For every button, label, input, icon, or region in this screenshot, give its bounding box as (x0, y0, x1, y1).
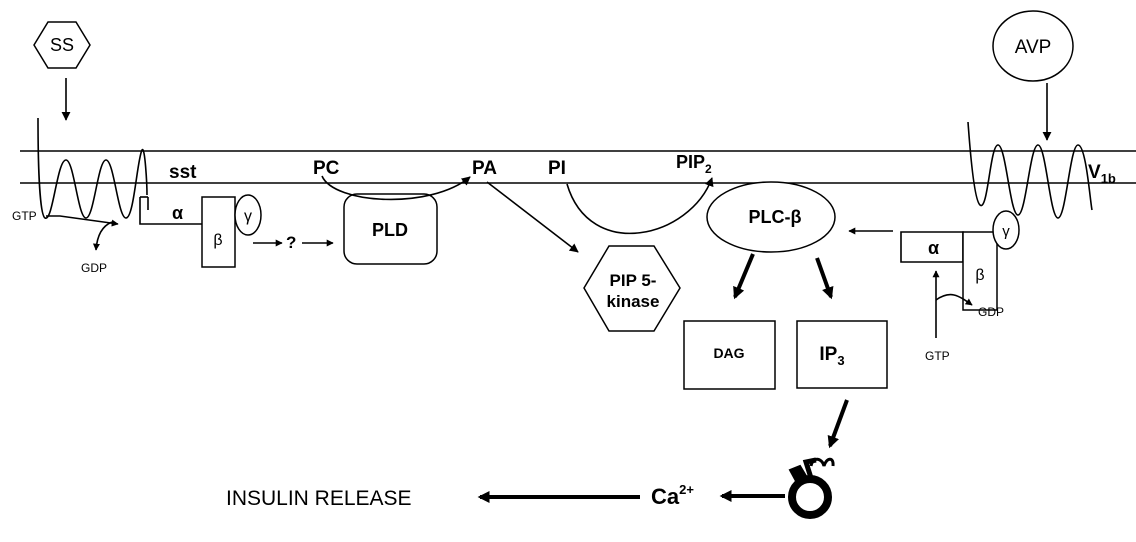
pip5k-label-line1: PIP 5- (610, 271, 657, 290)
pld-enzyme: PLD (344, 194, 437, 264)
ip3-receptor-vesicle (790, 459, 833, 515)
calcium-label: Ca2+ (651, 482, 694, 509)
g-protein-left: α β γ (140, 195, 261, 267)
unknown-label: ? (286, 233, 296, 252)
g-protein-right: α β γ (901, 211, 1019, 310)
gamma-right-label: γ (1002, 223, 1010, 240)
v1b-label: V1b (1088, 162, 1116, 186)
beta-left-label: β (213, 232, 222, 249)
avp-ligand: AVP (993, 11, 1073, 81)
gamma-left-label: γ (244, 208, 252, 225)
pc-label: PC (313, 158, 340, 179)
ss-label: SS (50, 35, 74, 55)
insulin-release-label: INSULIN RELEASE (226, 487, 412, 510)
gdp-right-label: GDP (978, 305, 1004, 319)
svg-text:Ca2+: Ca2+ (651, 482, 694, 509)
pa-label: PA (472, 158, 497, 179)
pld-label: PLD (372, 220, 408, 240)
ip3-to-receptor-arrow (830, 400, 847, 446)
pa-to-pip5k-arrow (487, 182, 578, 252)
pip5-kinase-enzyme: PIP 5- kinase (584, 246, 680, 331)
avp-label: AVP (1015, 37, 1052, 58)
v1b-receptor (968, 122, 1092, 218)
plc-beta-enzyme: PLC-β (707, 182, 835, 252)
gtp-left-arrow (46, 216, 118, 224)
gdp-left-label: GDP (81, 261, 107, 275)
svg-text:V1b: V1b (1088, 162, 1116, 186)
dag-label: DAG (713, 345, 744, 361)
pip5k-label-line2: kinase (607, 292, 660, 311)
pip2-label: PIP2 (676, 152, 712, 176)
pi-to-pip2-arrow (567, 178, 712, 233)
pi-label: PI (548, 158, 566, 179)
gdp-left-arrow (96, 222, 112, 250)
sst-label: sst (169, 162, 197, 183)
beta-right-label: β (975, 267, 984, 284)
ss-ligand: SS (34, 22, 90, 68)
alpha-left-label: α (172, 203, 183, 223)
plc-label: PLC-β (749, 207, 802, 227)
sst-receptor (38, 118, 147, 218)
gtp-left-label: GTP (12, 209, 37, 223)
plc-to-ip3-arrow (817, 258, 831, 297)
alpha-right-label: α (928, 238, 939, 258)
svg-text:PIP2: PIP2 (676, 152, 712, 176)
dag-box: DAG (684, 321, 775, 389)
ip3-box: IP3 (797, 321, 887, 388)
gtp-right-label: GTP (925, 349, 950, 363)
plc-to-dag-arrow (735, 254, 753, 297)
